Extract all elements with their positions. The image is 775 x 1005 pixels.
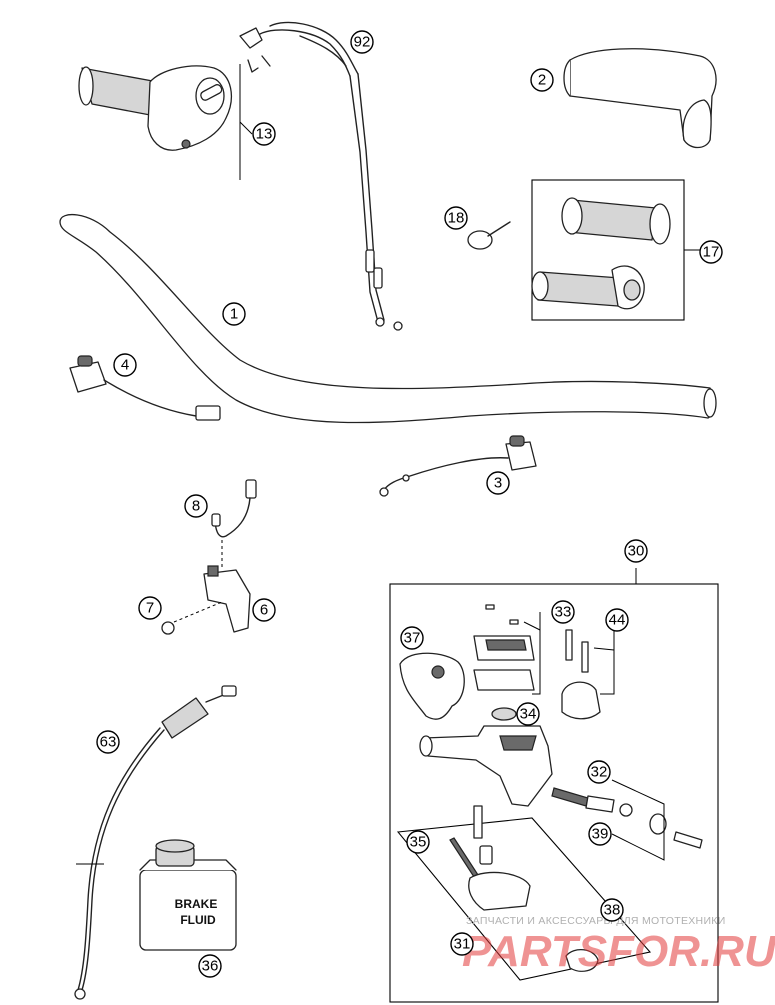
- callout-36: 36: [198, 954, 222, 978]
- svg-text:17: 17: [703, 244, 720, 261]
- callout-2: 2: [530, 68, 554, 92]
- svg-text:1: 1: [230, 306, 238, 323]
- svg-text:39: 39: [592, 826, 609, 843]
- svg-text:31: 31: [454, 936, 471, 953]
- svg-text:2: 2: [538, 72, 546, 89]
- svg-text:30: 30: [628, 543, 645, 560]
- callout-33: 33: [551, 600, 575, 624]
- callout-13: 13: [252, 122, 276, 146]
- svg-text:36: 36: [202, 958, 219, 975]
- watermark: ЗАПЧАСТИ И АКСЕССУАРЫ ДЛЯ МОТОТЕХНИКИ PA…: [462, 915, 775, 976]
- handlebar: [59, 213, 717, 424]
- svg-text:3: 3: [494, 475, 502, 492]
- watermark-tagline: ЗАПЧАСТИ И АКСЕССУАРЫ ДЛЯ МОТОТЕХНИКИ: [466, 915, 726, 927]
- throttle-cables: [239, 21, 403, 331]
- svg-text:35: 35: [410, 834, 427, 851]
- callout-7: 7: [138, 596, 162, 620]
- callout-34: 34: [516, 702, 540, 726]
- diaphragm: [491, 707, 517, 721]
- handlebar-pad: [563, 48, 717, 149]
- brake-lever: [399, 652, 465, 720]
- callout-38: 38: [600, 898, 624, 922]
- svg-text:32: 32: [591, 764, 608, 781]
- callout-1: 1: [222, 302, 246, 326]
- callout-18: 18: [444, 206, 468, 230]
- cable-tie: [467, 221, 511, 250]
- grips-set: [531, 179, 700, 321]
- callout-4: 4: [113, 353, 137, 377]
- callout-31: 31: [450, 932, 474, 956]
- callout-6: 6: [252, 598, 276, 622]
- callout-32: 32: [587, 760, 611, 784]
- piston-kit: [551, 779, 703, 861]
- svg-text:44: 44: [609, 612, 626, 629]
- callout-44: 44: [605, 608, 629, 632]
- svg-text:4: 4: [121, 357, 129, 374]
- switch-right: [379, 435, 537, 497]
- throttle-grip-assembly: [78, 64, 253, 180]
- mounting-bracket: [161, 540, 251, 635]
- svg-text:6: 6: [260, 602, 268, 619]
- bottle-label-line1: BRAKE: [175, 897, 218, 911]
- brake-cylinder-frame: [389, 568, 719, 1003]
- callout-37: 37: [400, 626, 424, 650]
- indicator-lamp: [211, 479, 257, 538]
- sensor-cable: [74, 685, 237, 1000]
- switch-left: [69, 355, 221, 421]
- reservoir-cover: [473, 604, 541, 695]
- svg-text:37: 37: [404, 630, 421, 647]
- svg-text:34: 34: [520, 706, 537, 723]
- handlebar-clamp: [561, 629, 615, 720]
- svg-text:38: 38: [604, 902, 621, 919]
- callout-39: 39: [588, 822, 612, 846]
- brake-switch: [396, 805, 652, 981]
- svg-text:8: 8: [192, 498, 200, 515]
- bottle-label-line2: FLUID: [180, 913, 216, 927]
- svg-text:7: 7: [146, 600, 154, 617]
- svg-text:18: 18: [448, 210, 465, 227]
- brake-fluid-bottle: BRAKE FLUID: [139, 839, 237, 951]
- callout-35: 35: [406, 830, 430, 854]
- svg-text:92: 92: [354, 34, 371, 51]
- master-cylinder: [419, 725, 553, 807]
- callout-92: 92: [350, 30, 374, 54]
- svg-text:13: 13: [256, 126, 273, 143]
- callout-8: 8: [184, 494, 208, 518]
- callout-30: 30: [624, 539, 648, 563]
- watermark-brand: PARTSFOR.RU: [462, 927, 775, 976]
- svg-text:63: 63: [100, 734, 117, 751]
- svg-text:33: 33: [555, 604, 572, 621]
- callout-63: 63: [96, 730, 120, 754]
- callout-3: 3: [486, 471, 510, 495]
- callout-17: 17: [699, 240, 723, 264]
